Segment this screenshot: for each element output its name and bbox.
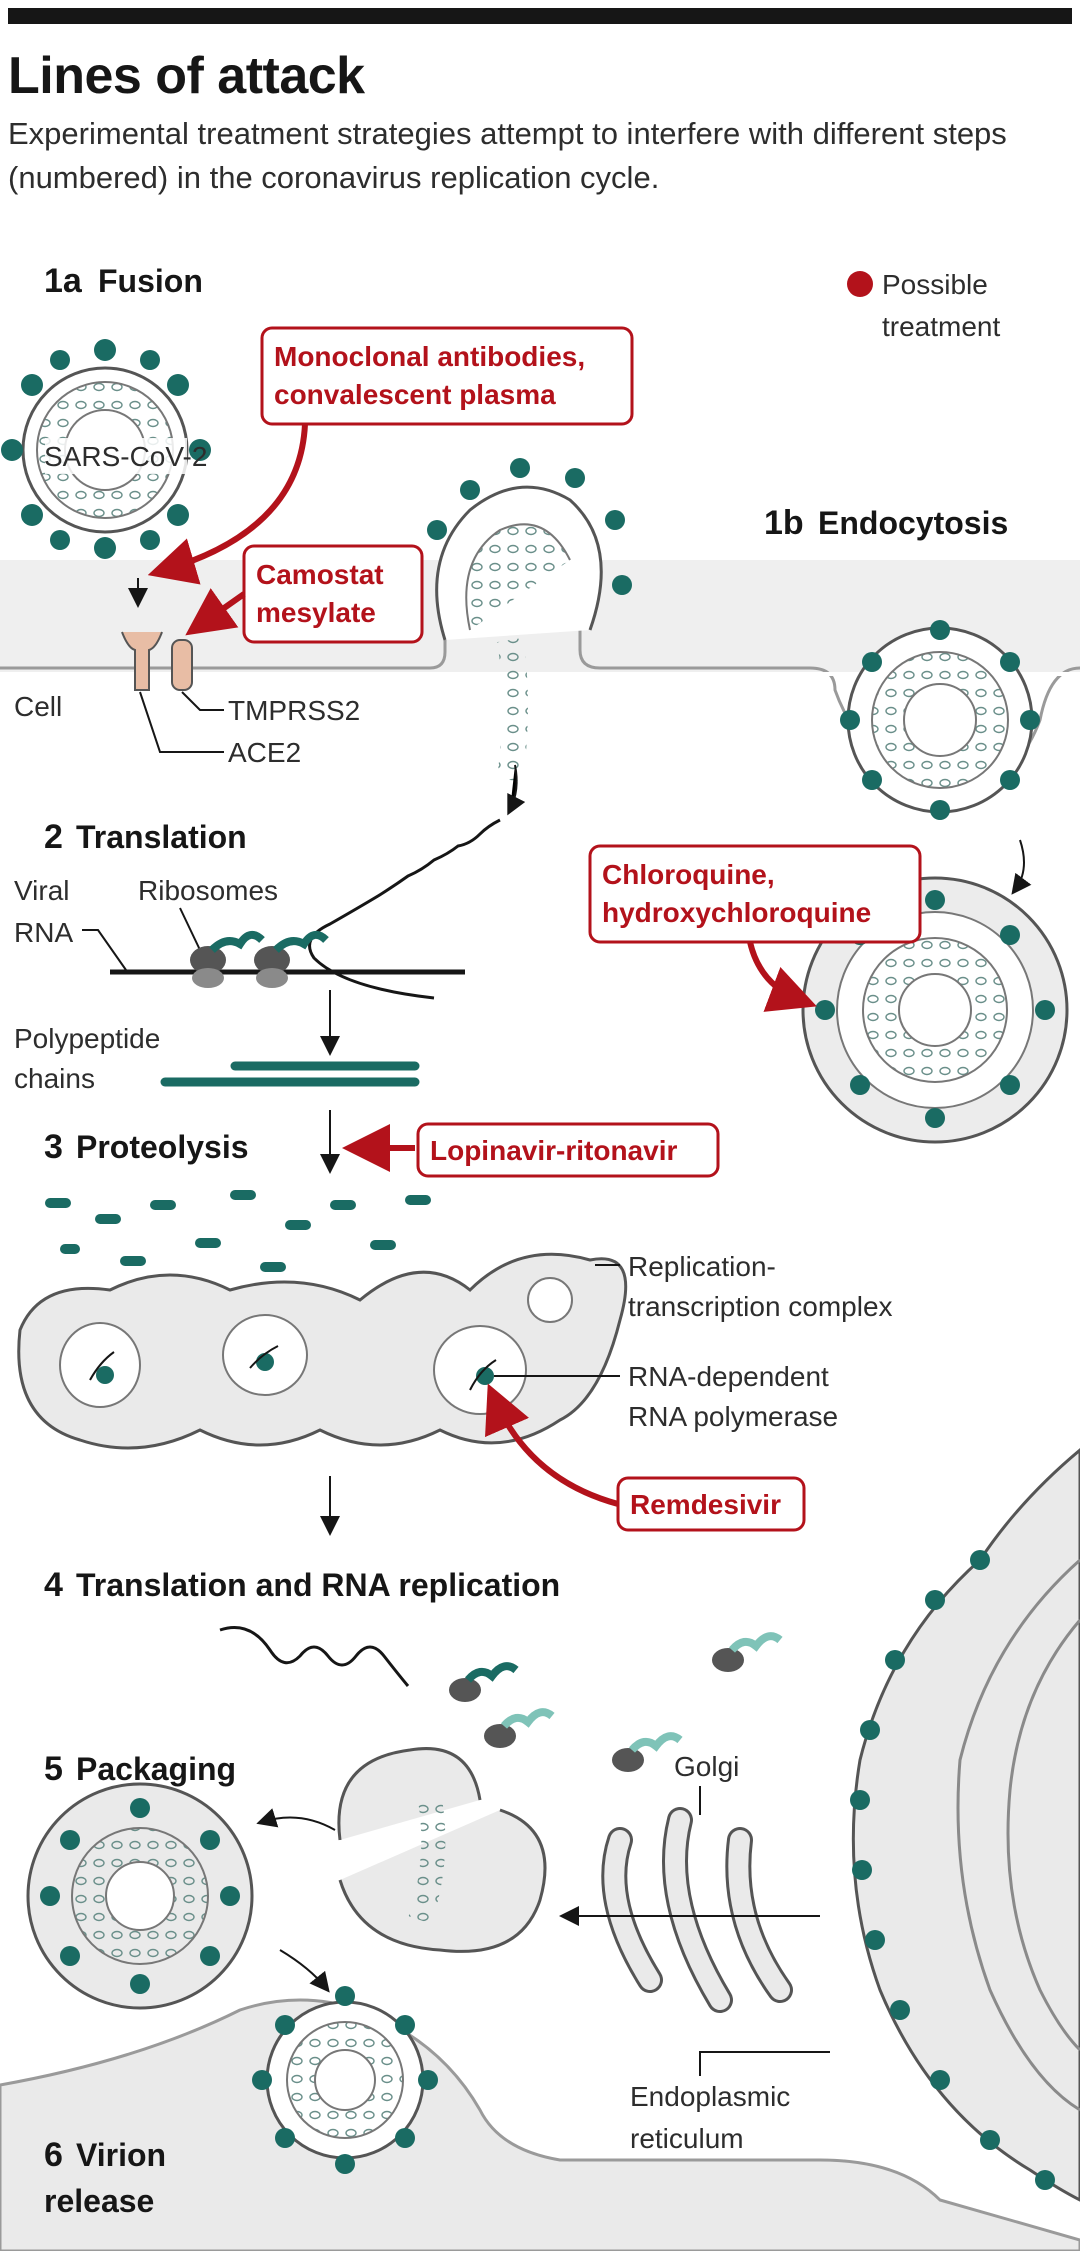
released-virion bbox=[252, 1986, 438, 2174]
step-2-number: 2 bbox=[44, 818, 63, 856]
virus-label: SARS-CoV-2 bbox=[44, 441, 207, 472]
ribosome-1 bbox=[190, 930, 265, 988]
rtc-label-2: transcription complex bbox=[628, 1291, 893, 1322]
endoplasmic-reticulum bbox=[851, 1448, 1080, 2202]
step-1a-label: Fusion bbox=[98, 263, 203, 299]
endosome-2 bbox=[801, 876, 1069, 1144]
treatment-lopinavir: Lopinavir-ritonavir bbox=[430, 1135, 677, 1166]
lopinavir-box bbox=[416, 1122, 720, 1178]
page-subtitle: Experimental treatment strategies attemp… bbox=[8, 116, 1007, 195]
tmprss2-label: TMPRSS2 bbox=[228, 695, 360, 726]
rdrp-label-2: RNA polymerase bbox=[628, 1401, 838, 1432]
legend-dot bbox=[847, 271, 873, 297]
step-6-number: 6 bbox=[44, 2136, 63, 2174]
step-2-label: Translation bbox=[76, 819, 247, 855]
step-1a-number: 1a bbox=[44, 262, 83, 300]
treatment-antibodies-line2: convalescent plasma bbox=[274, 379, 556, 410]
polypeptide-label-1: Polypeptide bbox=[14, 1023, 160, 1054]
treatment-camostat-line1: Camostat bbox=[256, 559, 384, 590]
protein-fragments bbox=[45, 1190, 431, 1272]
step-4-number: 4 bbox=[44, 1566, 63, 1604]
rtc-label-1: Replication- bbox=[628, 1251, 776, 1282]
antibodies-box bbox=[260, 326, 634, 426]
top-rule bbox=[8, 8, 1072, 24]
rna-polymerase bbox=[476, 1367, 494, 1385]
treatment-chloroquine-line2: hydroxychloroquine bbox=[602, 897, 871, 928]
remdesivir-arrow bbox=[485, 1383, 619, 1507]
antibodies-arrow bbox=[147, 423, 308, 585]
step-6-label-1: Virion bbox=[76, 2137, 166, 2173]
step-1b-number: 1b bbox=[764, 504, 804, 542]
treatment-camostat-line2: mesylate bbox=[256, 597, 376, 628]
ribosomes-label: Ribosomes bbox=[138, 875, 278, 906]
step-3-number: 3 bbox=[44, 1128, 63, 1166]
endosome-1 bbox=[840, 620, 1040, 820]
golgi-label: Golgi bbox=[674, 1751, 739, 1782]
step-5-label: Packaging bbox=[76, 1751, 236, 1787]
viral-rna-label-1: Viral bbox=[14, 875, 70, 906]
viral-rna-label-2: RNA bbox=[14, 917, 73, 948]
free-ribosomes bbox=[449, 1632, 783, 1772]
treatment-antibodies-line1: Monoclonal antibodies, bbox=[274, 341, 585, 372]
cell-label: Cell bbox=[14, 691, 62, 722]
polypeptide-label-2: chains bbox=[14, 1063, 95, 1094]
golgi bbox=[601, 1807, 793, 2013]
legend-line2: treatment bbox=[882, 311, 1000, 342]
page-title: Lines of attack bbox=[8, 47, 365, 105]
er-label-1: Endoplasmic bbox=[630, 2081, 790, 2112]
chloroquine-arrow bbox=[747, 941, 817, 1012]
step-4-label: Translation and RNA replication bbox=[76, 1567, 560, 1603]
camostat-arrow bbox=[185, 588, 246, 636]
released-rna-coil bbox=[308, 818, 501, 1000]
polypeptide-chains bbox=[160, 1061, 420, 1087]
ace2-label: ACE2 bbox=[228, 737, 301, 768]
ace2-receptor bbox=[121, 631, 163, 691]
tmprss2-receptor bbox=[171, 639, 193, 691]
rdrp-label-1: RNA-dependent bbox=[628, 1361, 829, 1392]
step-5-number: 5 bbox=[44, 1750, 63, 1788]
step-6-label-2: release bbox=[44, 2183, 154, 2219]
chloroquine-box bbox=[588, 844, 922, 944]
legend-line1: Possible bbox=[882, 269, 988, 300]
treatment-remdesivir: Remdesivir bbox=[630, 1489, 781, 1520]
treatment-chloroquine-line1: Chloroquine, bbox=[602, 859, 775, 890]
er-label-2: reticulum bbox=[630, 2123, 744, 2154]
ribosome-2 bbox=[254, 930, 329, 988]
step-3-label: Proteolysis bbox=[76, 1129, 249, 1165]
step-1b-label: Endocytosis bbox=[818, 505, 1008, 541]
fusing-virion bbox=[427, 458, 632, 782]
vesicle-1 bbox=[26, 1782, 254, 2010]
